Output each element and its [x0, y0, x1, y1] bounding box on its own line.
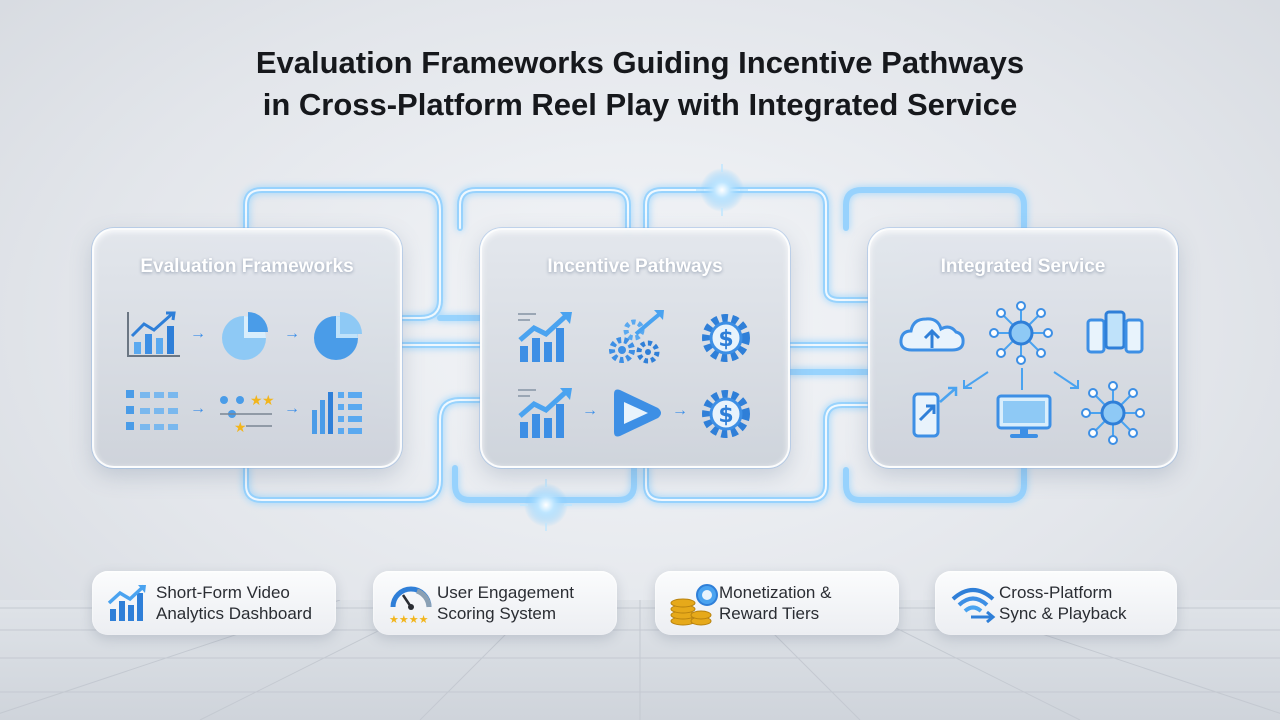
feature-pill-monetization: Monetization & Reward Tiers [655, 571, 899, 635]
monitor-icon [996, 394, 1052, 438]
feature-pill-analytics: Short-Form Video Analytics Dashboard [92, 571, 336, 635]
pill-label: Sync & Playback [999, 604, 1127, 623]
play-icon [614, 389, 661, 437]
pill-label: User Engagement [437, 583, 575, 602]
cloud-upload-icon [899, 317, 965, 352]
panel-incentive-pathways: Incentive Pathways $ → → $ [480, 228, 790, 468]
pill-label: Analytics Dashboard [156, 604, 312, 623]
arrow-icon: → [190, 325, 206, 342]
arrow-icon: → [284, 400, 300, 417]
coins-icon [670, 584, 718, 626]
bar-chart-icon [107, 584, 146, 621]
dollar-gear-icon: $ [702, 390, 750, 438]
wifi-sync-icon [951, 588, 996, 623]
panel-evaluation-frameworks: Evaluation Frameworks → → → ★ ★ ★ → [92, 228, 402, 468]
feature-pill-sync: Cross-Platform Sync & Playback [935, 571, 1177, 635]
panel-integrated-service: Integrated Service [868, 228, 1178, 468]
network-hub-icon [989, 301, 1053, 365]
panel-title: Integrated Service [940, 256, 1106, 277]
svg-text:★: ★ [262, 393, 275, 409]
pill-label: Short-Form Video [156, 583, 290, 602]
svg-text:★: ★ [234, 420, 247, 436]
pill-label: Monetization & [719, 583, 832, 602]
arrow-icon: → [582, 402, 598, 419]
pie-chart-icon [222, 312, 268, 360]
devices-icon [1086, 310, 1144, 354]
svg-text:★★★★: ★★★★ [389, 613, 429, 625]
svg-text:$: $ [718, 403, 733, 428]
network-hub-icon [1081, 381, 1145, 445]
svg-text:★: ★ [250, 393, 263, 409]
growth-chart-icon [518, 388, 572, 438]
list-bars-icon [312, 392, 362, 434]
rating-flow-icon: ★ ★ ★ [220, 393, 275, 436]
arrow-icon: → [190, 400, 206, 417]
arrow-icon: → [672, 402, 688, 419]
title-line-1: Evaluation Frameworks Guiding Incentive … [255, 45, 1025, 80]
phone-cast-icon [912, 386, 958, 438]
arrow-icon [963, 371, 989, 389]
checklist-icon [126, 390, 178, 430]
panel-title: Evaluation Frameworks [140, 256, 354, 277]
page-title: Evaluation Frameworks Guiding Incentive … [0, 42, 1280, 126]
glow-spark [524, 483, 568, 527]
pie-chart-icon [314, 312, 362, 360]
pill-label: Cross-Platform [999, 583, 1113, 602]
arrow-icon [1053, 371, 1079, 389]
panel-title: Incentive Pathways [547, 256, 723, 277]
pill-label: Reward Tiers [719, 604, 820, 623]
svg-text:$: $ [718, 327, 733, 352]
arrow-icon: → [284, 325, 300, 342]
gears-arrow-icon [609, 310, 664, 364]
bar-chart-icon [127, 311, 180, 357]
growth-chart-icon [518, 312, 572, 362]
pill-label: Scoring System [437, 604, 557, 623]
arrow-icon [1021, 368, 1023, 390]
dollar-gear-icon: $ [702, 314, 750, 362]
feature-pill-engagement: ★★★★ User Engagement Scoring System [373, 571, 617, 635]
title-line-2: in Cross-Platform Reel Play with Integra… [262, 87, 1018, 122]
glow-spark [700, 168, 744, 212]
gauge-stars-icon: ★★★★ [389, 586, 432, 625]
